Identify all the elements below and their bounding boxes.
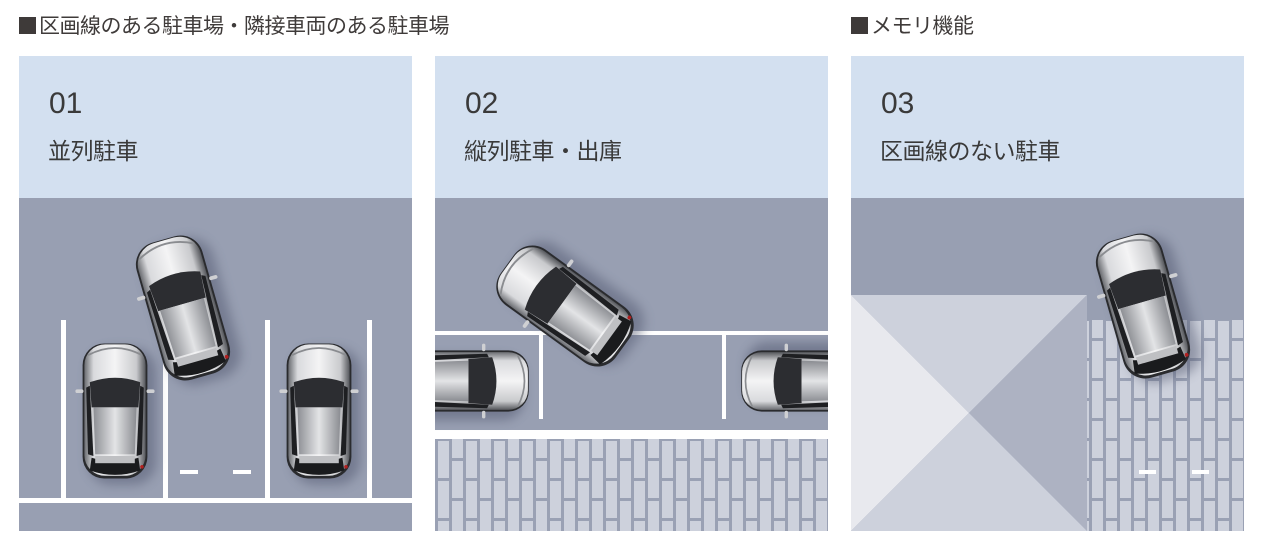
panel-number: 03 bbox=[881, 87, 915, 120]
panel-number: 01 bbox=[49, 87, 83, 120]
parking-scene-illustration bbox=[435, 198, 828, 531]
parked-car-icon bbox=[435, 344, 529, 421]
panel-number: 02 bbox=[465, 87, 499, 120]
parked-car-icon bbox=[279, 344, 360, 485]
parked-car-icon bbox=[75, 344, 156, 485]
panel-header: 02 縦列駐車・出庫 bbox=[435, 56, 828, 198]
panel-label: 並列駐車 bbox=[48, 139, 139, 165]
panel-header: 03 区画線のない駐車 bbox=[851, 56, 1244, 198]
section-title-lined-parking: 区画線のある駐車場・隣接車両のある駐車場 bbox=[19, 12, 450, 40]
parking-diagram-icon bbox=[19, 198, 412, 531]
section-title-memory: メモリ機能 bbox=[851, 12, 974, 40]
panel-label: 区画線のない駐車 bbox=[880, 139, 1061, 165]
section-title-text: メモリ機能 bbox=[871, 14, 974, 38]
panel-label: 縦列駐車・出庫 bbox=[464, 139, 622, 165]
parking-scene-illustration bbox=[19, 198, 412, 531]
square-bullet-icon bbox=[851, 17, 868, 34]
panel-02-parallel-exit: 02 縦列駐車・出庫 bbox=[435, 56, 828, 531]
section-title-text: 区画線のある駐車場・隣接車両のある駐車場 bbox=[39, 14, 450, 38]
panel-header: 01 並列駐車 bbox=[19, 56, 412, 198]
parking-diagram-icon bbox=[851, 198, 1244, 531]
parking-scene-illustration bbox=[851, 198, 1244, 531]
panel-01-parallel-parking: 01 並列駐車 bbox=[19, 56, 412, 531]
parked-car-icon bbox=[741, 342, 828, 419]
square-bullet-icon bbox=[19, 17, 36, 34]
panel-03-no-lines-parking: 03 区画線のない駐車 bbox=[851, 56, 1244, 531]
parking-diagram-icon bbox=[435, 198, 828, 531]
